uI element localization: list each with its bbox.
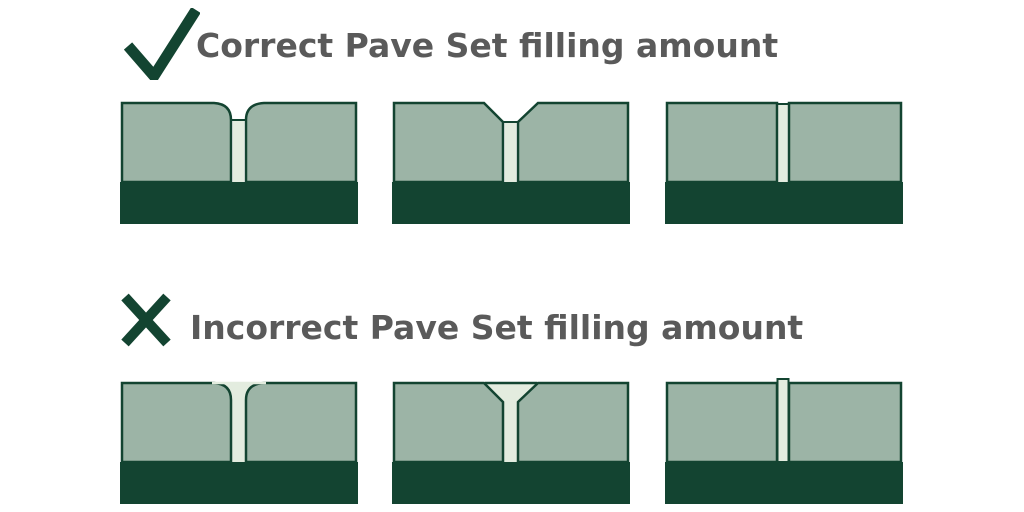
filling: [776, 378, 790, 463]
cross-icon: [121, 293, 171, 347]
incorrect-diagrams-row: [0, 378, 1024, 508]
correct-heading: Correct Pave Set filling amount: [0, 8, 1024, 80]
incorrect-heading: Incorrect Pave Set filling amount: [0, 292, 1024, 362]
diagram-correct-straight-gap: [665, 101, 903, 224]
stone-right: [516, 101, 630, 184]
checkmark-icon: [124, 8, 200, 80]
diagram-incorrect-v-groove: [392, 381, 630, 504]
stone-right: [787, 381, 903, 464]
correct-heading-text: Correct Pave Set filling amount: [196, 26, 779, 65]
filling: [484, 383, 538, 462]
filling: [233, 120, 244, 182]
stone-right: [244, 101, 358, 184]
filling: [212, 383, 266, 462]
checkmark-stroke: [124, 8, 200, 80]
diagram-correct-v-groove: [392, 101, 630, 224]
incorrect-heading-text: Incorrect Pave Set filling amount: [190, 308, 804, 347]
diagram-incorrect-rounded-gap: [120, 381, 358, 504]
correct-diagrams-row: [0, 98, 1024, 228]
filling: [505, 122, 516, 182]
filling: [778, 104, 788, 182]
cross-stroke: [121, 293, 171, 347]
stone-right: [244, 381, 358, 464]
setting-base: [120, 182, 358, 224]
diagram-incorrect-straight-gap: [665, 378, 903, 504]
diagram-correct-rounded-gap: [120, 101, 358, 224]
stone-right: [516, 381, 630, 464]
stone-left: [392, 101, 505, 184]
stone-left: [392, 381, 505, 464]
stone-right: [787, 101, 903, 184]
stone-left: [665, 381, 779, 464]
setting-base: [392, 462, 630, 504]
stone-left: [665, 101, 779, 184]
setting-base: [120, 462, 358, 504]
setting-base: [665, 182, 903, 224]
setting-base: [392, 182, 630, 224]
stone-left: [120, 381, 233, 464]
stone-left: [120, 101, 233, 184]
setting-base: [665, 462, 903, 504]
